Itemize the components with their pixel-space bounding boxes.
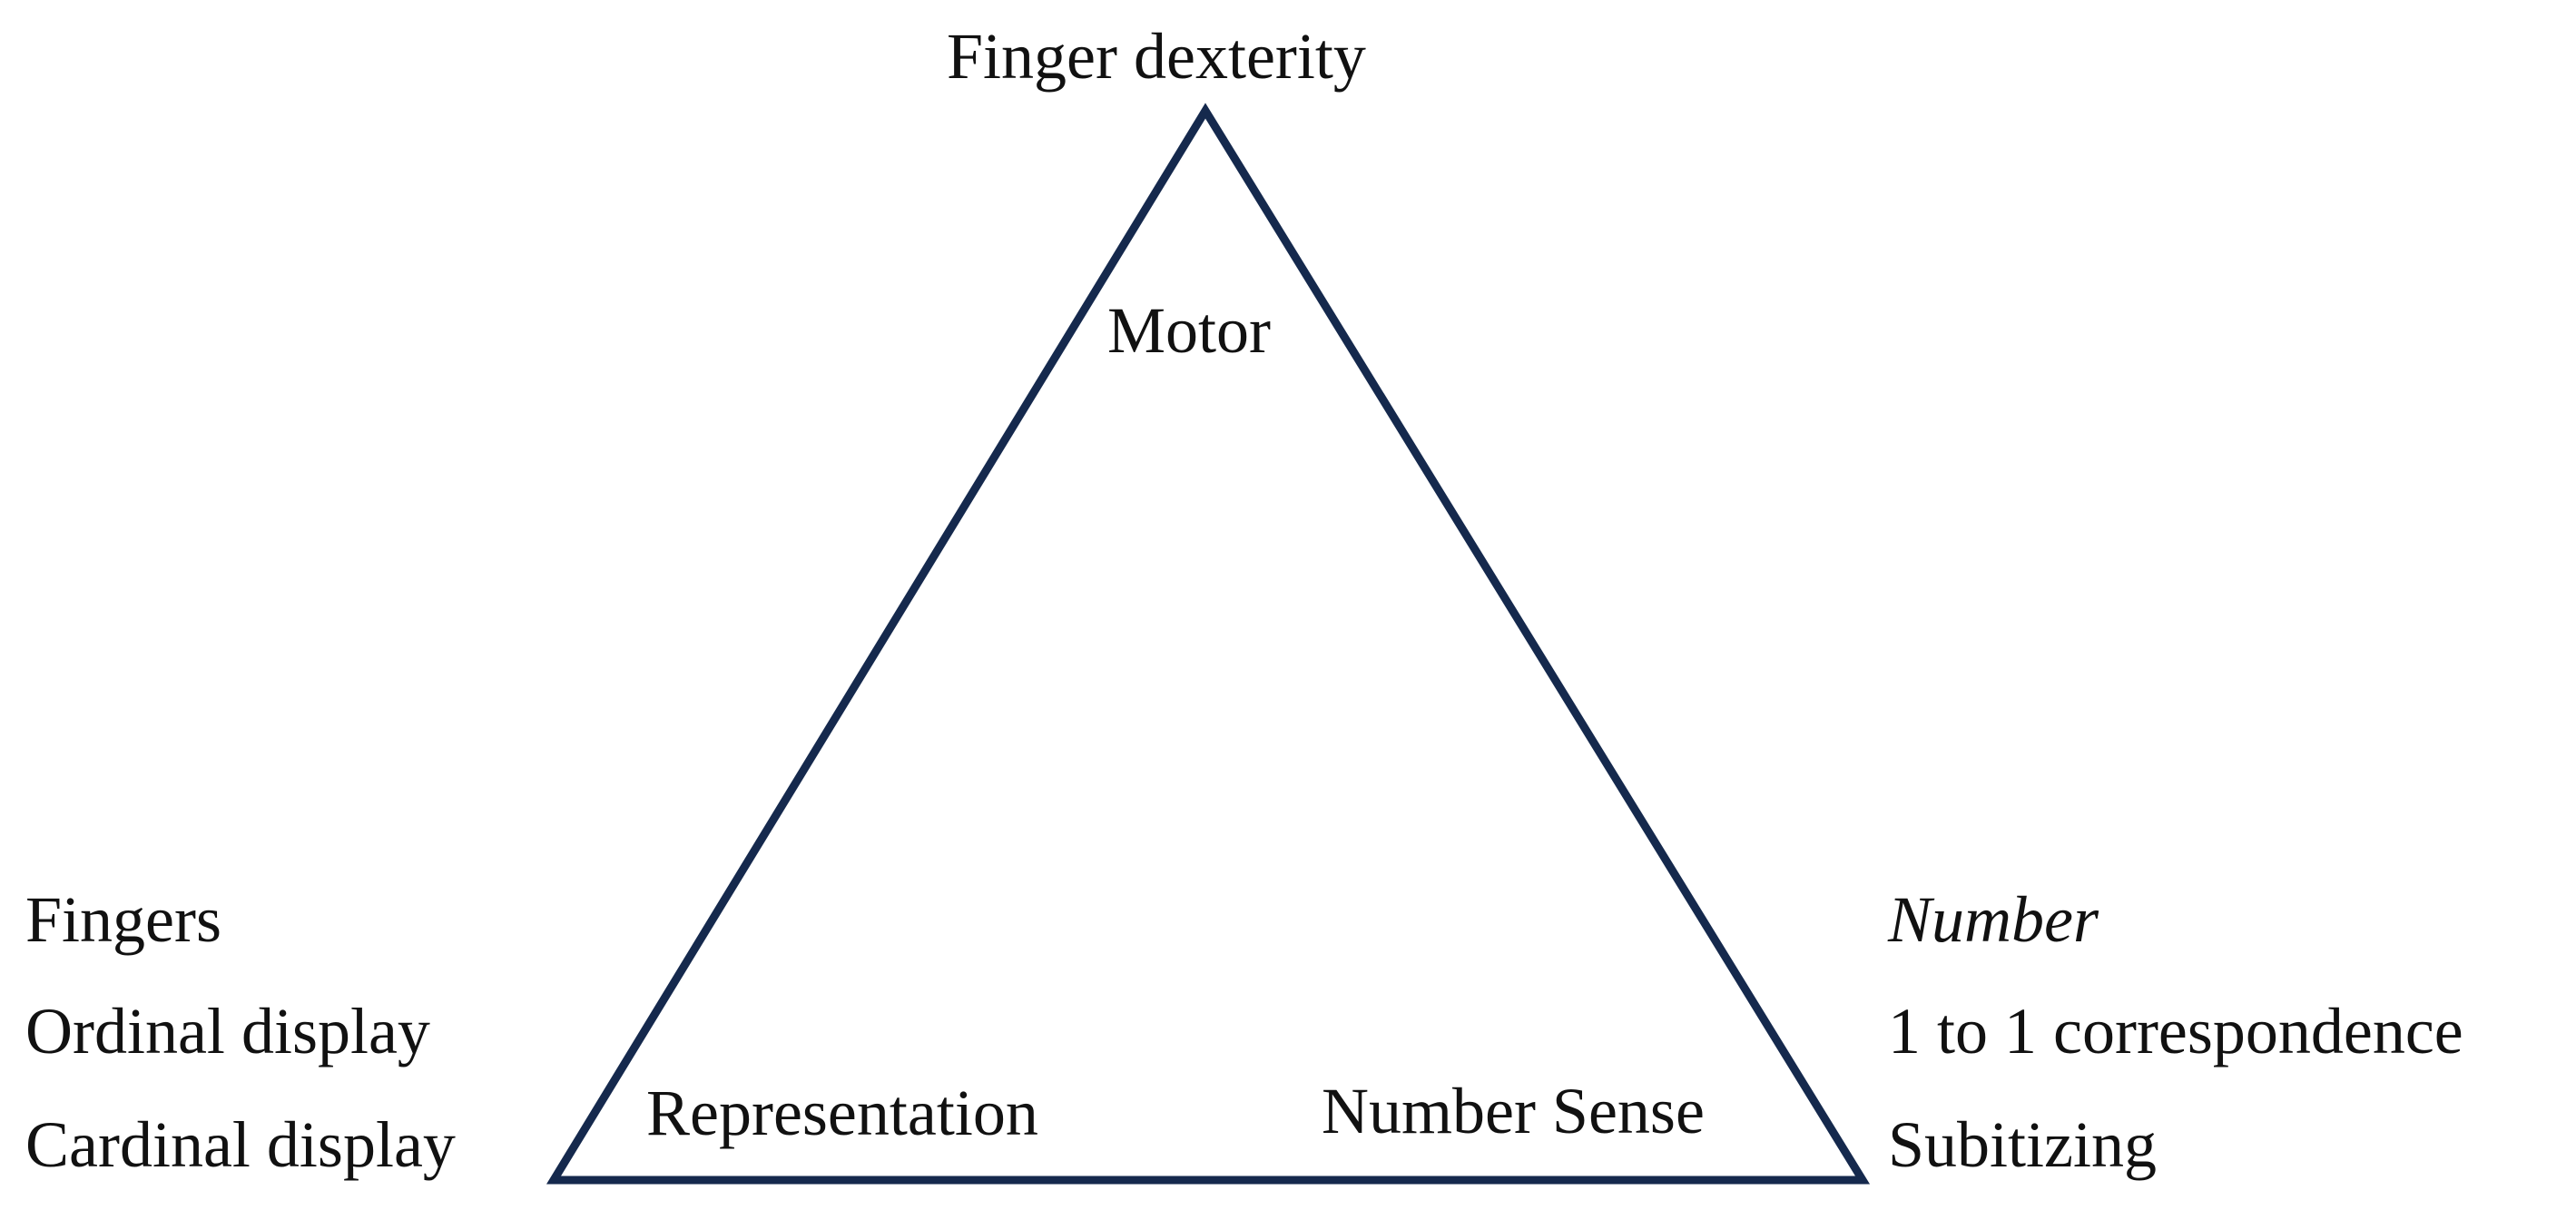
right-outer-item-2: 1 to 1 correspondence — [1888, 995, 2463, 1068]
right-inner-label: Number Sense — [1322, 1075, 1705, 1147]
top-outer-label: Finger dexterity — [947, 20, 1366, 93]
left-outer-item-2: Ordinal display — [25, 995, 430, 1068]
left-outer-item-3: Cardinal display — [25, 1108, 456, 1181]
right-outer-item-1: Number — [1888, 883, 2099, 956]
right-outer-item-3: Subitizing — [1888, 1108, 2158, 1181]
left-inner-label: Representation — [646, 1077, 1038, 1149]
top-inner-label: Motor — [1107, 294, 1271, 367]
triangle-outline — [546, 103, 1871, 1185]
left-outer-item-1: Fingers — [25, 883, 221, 956]
